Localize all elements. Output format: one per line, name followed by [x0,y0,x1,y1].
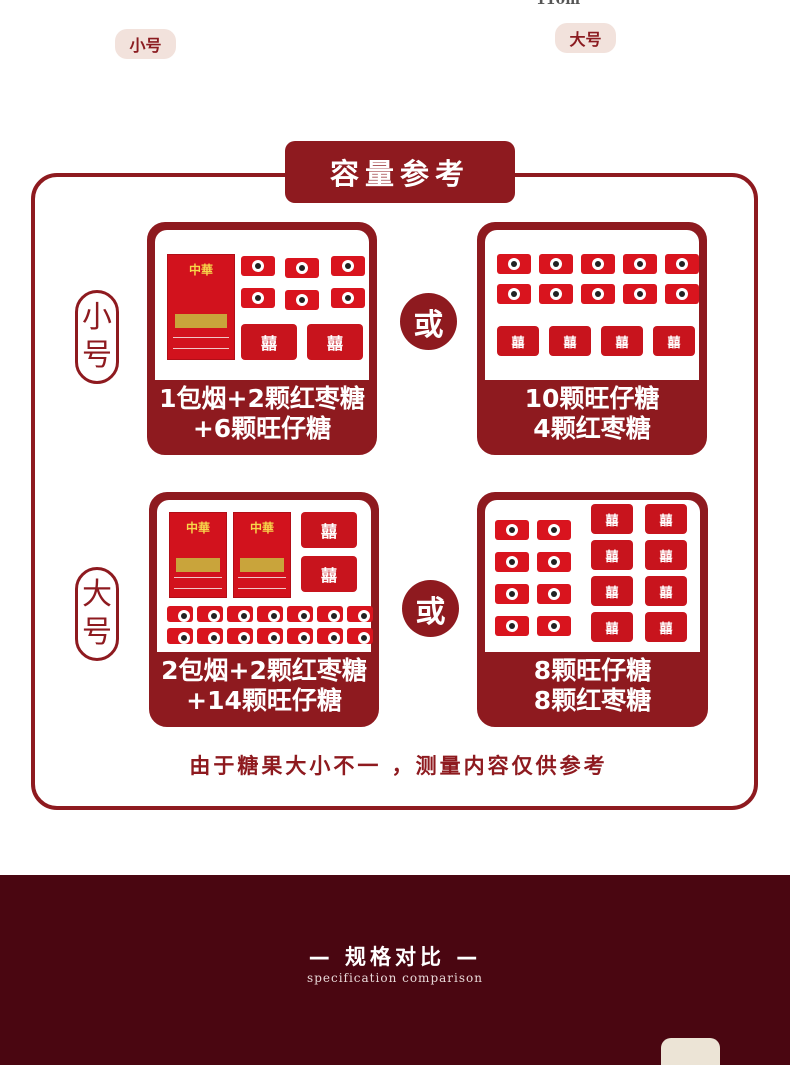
wangzai-candy-icon [227,628,253,644]
wangzai-candy-icon [317,606,343,622]
product-photo: 囍 囍 囍 囍 [485,230,699,380]
product-photo: 中華 中華 囍 囍 [157,500,373,652]
wangzai-candy-icon [537,616,571,636]
spec-subtitle: specification comparison [307,971,483,985]
wangzai-candy-icon [537,552,571,572]
wangzai-candy-icon [287,606,313,622]
card-caption: 2包烟+2颗红枣糖 +14颗旺仔糖 [153,648,375,723]
red-date-candy-icon: 囍 [645,540,687,570]
cut-off-label: 110m [536,0,581,8]
size-label-char: 小 [82,300,112,335]
red-date-candy-icon: 囍 [301,556,357,592]
card-caption: 1包烟+2颗红枣糖 +6颗旺仔糖 [151,376,373,451]
capacity-card-large-b: 囍 囍 囍 囍 囍 囍 囍 囍 8颗旺仔糖 8颗红枣糖 [477,492,708,727]
red-date-candy-icon: 囍 [591,612,633,642]
wangzai-candy-icon [331,288,365,308]
wangzai-candy-icon [241,288,275,308]
wangzai-candy-icon [257,628,283,644]
wangzai-candy-icon [241,256,275,276]
red-date-candy-icon: 囍 [653,326,695,356]
disclaimer-note: 由于糖果大小不一 ，测量内容仅供参考 [189,754,608,778]
section-title: 容量参考 [285,141,515,203]
wangzai-candy-icon [497,284,531,304]
wangzai-candy-icon [347,628,373,644]
size-label-char: 大 [82,577,112,612]
red-date-candy-icon: 囍 [591,540,633,570]
wangzai-candy-icon [331,256,365,276]
caption-line: 4颗红枣糖 [533,413,651,443]
spec-comparison-section: — 规格对比 — specification comparison [0,875,790,1065]
caption-line: 10颗旺仔糖 [524,383,660,413]
wangzai-candy-icon [539,254,573,274]
wangzai-candy-icon [623,284,657,304]
wangzai-candy-icon [167,606,193,622]
cigarette-pack-image: 中華 [167,254,235,360]
size-label-char: 号 [82,338,112,373]
size-label-small: 小 号 [75,290,119,384]
red-date-candy-icon: 囍 [307,324,363,360]
product-photo: 中華 囍 囍 [155,230,369,380]
capacity-card-large-a: 中華 中華 囍 囍 2包烟+2颗红枣糖 +14颗旺仔糖 [149,492,379,727]
small-size-tag: 小号 [115,29,176,59]
card-caption: 8颗旺仔糖 8颗红枣糖 [481,648,704,723]
wangzai-candy-icon [665,284,699,304]
wangzai-candy-icon [537,584,571,604]
cigarette-brand: 中華 [188,263,213,277]
product-photo: 囍 囍 囍 囍 囍 囍 囍 囍 [485,500,700,652]
red-date-candy-icon: 囍 [591,576,633,606]
caption-line: +14颗旺仔糖 [186,685,342,715]
red-date-candy-icon: 囍 [301,512,357,548]
wangzai-candy-icon [623,254,657,274]
red-date-candy-icon: 囍 [497,326,539,356]
cigarette-pack-image: 中華 [233,512,291,598]
wangzai-candy-icon [495,584,529,604]
wangzai-candy-icon [257,606,283,622]
wangzai-candy-icon [495,616,529,636]
capacity-card-small-a: 中華 囍 囍 1包烟+2颗红枣糖 +6颗旺仔糖 [147,222,377,455]
wangzai-candy-icon [285,258,319,278]
red-date-candy-icon: 囍 [645,504,687,534]
or-badge: 或 [402,580,459,637]
top-strip: 110m 小号 大号 [0,0,790,110]
wangzai-candy-icon [581,284,615,304]
red-date-candy-icon: 囍 [591,504,633,534]
red-date-candy-icon: 囍 [645,576,687,606]
caption-line: 1包烟+2颗红枣糖 [159,383,365,413]
red-date-candy-icon: 囍 [645,612,687,642]
wangzai-candy-icon [581,254,615,274]
wangzai-candy-icon [287,628,313,644]
size-label-char: 号 [82,615,112,650]
capacity-card-small-b: 囍 囍 囍 囍 10颗旺仔糖 4颗红枣糖 [477,222,707,455]
cigarette-pack-image: 中華 [169,512,227,598]
caption-line: 8颗旺仔糖 [533,655,652,685]
large-size-tag: 大号 [555,23,616,53]
wangzai-candy-icon [197,606,223,622]
wangzai-candy-icon [167,628,193,644]
red-date-candy-icon: 囍 [601,326,643,356]
wangzai-candy-icon [347,606,373,622]
red-date-candy-icon: 囍 [549,326,591,356]
caption-line: +6颗旺仔糖 [192,413,332,443]
wangzai-candy-icon [495,520,529,540]
cigarette-brand: 中華 [249,521,274,535]
wangzai-candy-icon [497,254,531,274]
wangzai-candy-icon [197,628,223,644]
wangzai-candy-icon [665,254,699,274]
wangzai-candy-icon [537,520,571,540]
jar-lid-image [661,1038,720,1065]
card-caption: 10颗旺仔糖 4颗红枣糖 [481,376,703,451]
spec-title: — 规格对比 — [308,945,482,969]
wangzai-candy-icon [285,290,319,310]
caption-line: 2包烟+2颗红枣糖 [161,655,367,685]
or-badge: 或 [400,293,457,350]
size-label-large: 大 号 [75,567,119,661]
wangzai-candy-icon [227,606,253,622]
wangzai-candy-icon [317,628,343,644]
cigarette-brand: 中華 [185,521,210,535]
wangzai-candy-icon [495,552,529,572]
wangzai-candy-icon [539,284,573,304]
red-date-candy-icon: 囍 [241,324,297,360]
caption-line: 8颗红枣糖 [533,685,652,715]
